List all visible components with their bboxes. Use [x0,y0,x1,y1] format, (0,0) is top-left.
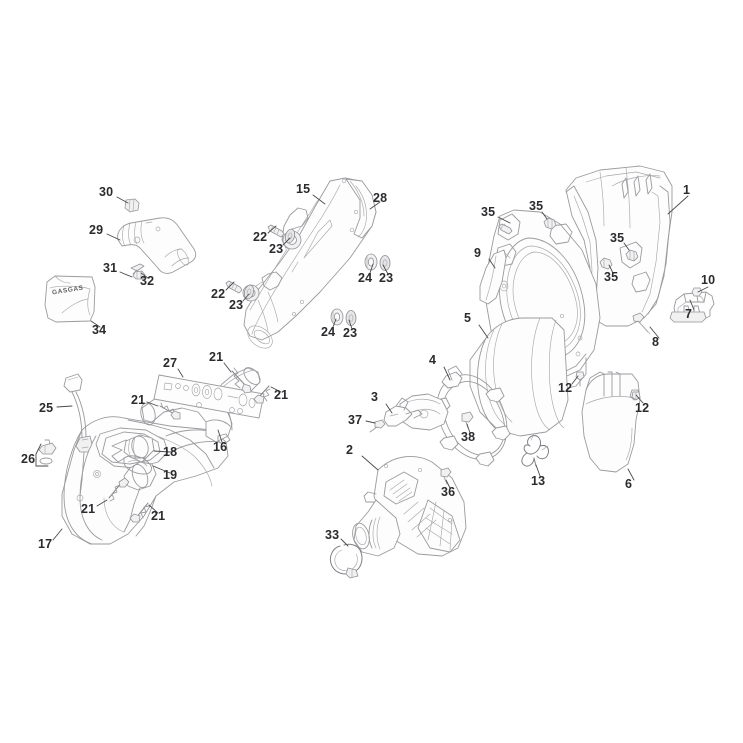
part-8-screw [632,312,651,335]
callout-label-12b: 12 [635,401,650,415]
callout-label-35b: 35 [529,199,544,213]
callout-label-17: 17 [38,537,53,551]
callout-label-30: 30 [99,185,114,199]
callout-label-32: 32 [140,274,155,288]
callout-label-22a: 22 [253,230,268,244]
part-36-screw [440,467,452,485]
callout-label-35c: 35 [610,231,625,245]
callout-label-9: 9 [474,246,482,260]
callout-label-22b: 22 [211,287,226,301]
part-2-air-filter-box-cover [352,455,467,557]
part-30-rivet [124,198,140,213]
callout-label-13: 13 [531,474,546,488]
callout-label-6: 6 [625,477,633,491]
callout-label-21d: 21 [81,502,96,516]
callout-label-34: 34 [92,323,107,337]
callout-label-24a: 24 [358,271,373,285]
part-33-hose-clamp [329,543,363,579]
callout-label-10: 10 [701,273,716,287]
part-19-spring-hook [123,455,152,475]
callout-label-27: 27 [163,356,178,370]
callout-label-26: 26 [21,452,36,466]
callout-label-21b: 21 [274,388,289,402]
part-37-screw [369,419,386,433]
callout-label-18: 18 [163,445,178,459]
part-21-exhaust-springs [108,367,271,523]
callout-label-35d: 35 [604,270,619,284]
callout-label-16: 16 [213,440,228,454]
callout-label-23d: 23 [343,326,358,340]
callout-label-4: 4 [429,353,437,367]
callout-label-2: 2 [346,443,354,457]
callout-label-23c: 23 [379,271,394,285]
callout-label-35a: 35 [481,205,496,219]
part-34-packing-bag [44,275,96,323]
part-6-side-panel [581,371,641,473]
callout-label-25: 25 [39,401,54,415]
callout-label-8: 8 [652,335,660,349]
callout-label-23b: 23 [229,298,244,312]
callout-label-24b: 24 [321,325,336,339]
part-27-hardware-strip [153,374,265,419]
callout-label-1: 1 [683,183,691,197]
part-13-spring-clip [521,433,549,467]
part-29-packing-tube [117,217,197,274]
part-26-sensor-plug [35,439,57,467]
callout-label-19: 19 [163,468,178,482]
callout-label-21c: 21 [131,393,146,407]
part-25-sensor-lead [63,373,93,502]
callout-label-38: 38 [461,430,476,444]
callout-label-31: 31 [103,261,118,275]
callout-label-33: 33 [325,528,340,542]
callout-label-15: 15 [296,182,311,196]
callout-label-7: 7 [685,307,693,321]
callout-label-3: 3 [371,390,379,404]
callout-label-12: 12 [558,381,573,395]
callout-label-29: 29 [89,223,104,237]
part-5-air-filter-element [469,317,569,437]
part-28-silencer-end-cap [341,178,377,239]
callout-label-5: 5 [464,311,472,325]
part-35-screws [498,217,639,270]
callout-label-21e: 21 [151,509,166,523]
callout-label-37: 37 [348,413,363,427]
callout-label-36: 36 [441,485,456,499]
callout-label-23a: 23 [269,242,284,256]
callout-label-28: 28 [373,191,388,205]
callout-label-21a: 21 [209,350,224,364]
part-38-screw [461,411,474,429]
